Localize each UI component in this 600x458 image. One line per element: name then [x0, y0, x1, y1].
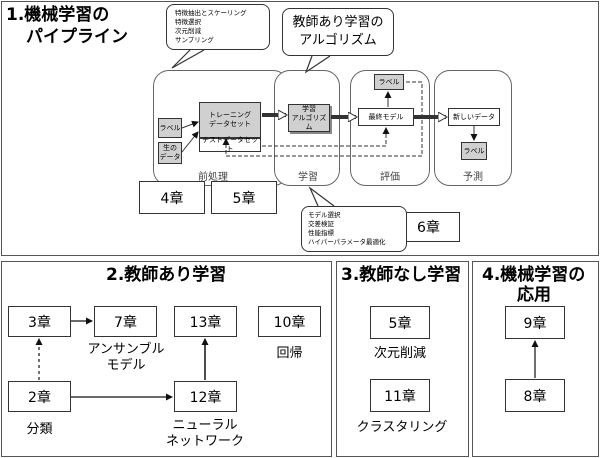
supervised-panel [1, 261, 332, 457]
feedback-loop-arrow [222, 81, 423, 157]
learning-callout-tail [304, 55, 331, 74]
evaluation-note-line-3: 性能指標 [308, 229, 334, 237]
learning-callout-line-1: 教師あり学習の [292, 15, 384, 30]
supervised-title: 2.教師あり学習 [106, 265, 227, 285]
preprocess-note: 特徴抽出とスケーリング 特徴選択 次元削減 サンプリング [166, 4, 270, 50]
pipeline-title-line1: 1.機械学習の [6, 5, 110, 25]
chapter-12-box: 12章 [174, 381, 237, 412]
label-box: ラベル [158, 118, 182, 138]
neural-network-caption: ニューラル ネットワーク [165, 418, 244, 449]
evaluation-note-line-1: モデル選択 [308, 211, 341, 219]
evaluation-note-tail [308, 186, 335, 207]
chapter-11-box: 11章 [370, 379, 430, 412]
preprocess-note-tail [171, 49, 205, 69]
dim-reduction-caption: 次元削減 [373, 346, 426, 361]
evaluation-note-line-4: ハイパーパラメータ最適化 [308, 238, 386, 246]
new-data-box: 新しいデータ [448, 108, 500, 126]
chapter-13-box: 13章 [174, 306, 237, 337]
chapter-9-box: 9章 [505, 306, 565, 339]
chapter-5-box: 5章 [211, 181, 277, 214]
raw-data-box: 生の データ [158, 142, 182, 164]
unsupervised-panel [336, 261, 469, 457]
stage-preprocess-label: 前処理 [198, 172, 228, 183]
classification-caption: 分類 [26, 422, 53, 437]
application-title-line1: 4.機械学習の [482, 265, 586, 285]
algorithm-box: 学習 アルゴリズム [288, 104, 330, 132]
test-set-box: テストデータセット [199, 136, 261, 153]
stage-evaluation-label: 評価 [380, 172, 400, 183]
chapter-8-box: 8章 [505, 379, 565, 412]
preprocess-note-line-1: 特徴抽出とスケーリング [175, 9, 247, 17]
chapter-2-box: 2章 [8, 381, 71, 412]
preprocess-note-line-2: 特徴選択 [175, 18, 201, 26]
testset-to-model-arrow [262, 127, 390, 147]
preprocess-note-line-3: 次元削減 [175, 27, 201, 35]
stage-prediction-label: 予測 [463, 172, 483, 183]
label-to-training-arrow [181, 120, 199, 129]
chapter-4-box: 4章 [139, 181, 205, 214]
learning-callout-line-2: アルゴリズム [299, 33, 377, 48]
eval-label-box: ラベル [374, 74, 404, 90]
pred-label-box: ラベル [461, 142, 487, 160]
unsupervised-title: 3.教師なし学習 [341, 265, 462, 285]
evaluation-note-line-2: 交差検証 [308, 220, 334, 228]
chapter-3-box: 3章 [8, 306, 71, 337]
stage-learning-label: 学習 [298, 172, 318, 183]
clustering-caption: クラスタリング [356, 420, 448, 435]
training-set-box: トレーニング データセット [199, 102, 261, 138]
chapter-7-box: 7章 [94, 306, 157, 337]
final-model-box: 最終モデル [358, 108, 414, 126]
regression-caption: 回帰 [276, 346, 303, 361]
preprocess-note-line-4: サンプリング [175, 36, 214, 44]
evaluation-note: モデル選択 交差検証 性能指標 ハイパーパラメータ最適化 [301, 206, 407, 252]
learning-callout: 教師あり学習の アルゴリズム [282, 8, 394, 56]
chapter-10-box: 10章 [258, 306, 321, 337]
stage-prediction [434, 70, 512, 186]
pipeline-title-line2: パイプライン [26, 27, 128, 47]
application-title-line2: 応用 [517, 285, 551, 305]
chapter-5b-box: 5章 [370, 306, 430, 339]
ensemble-caption: アンサンブル モデル [87, 342, 165, 373]
raw-to-training-arrow [181, 131, 199, 153]
